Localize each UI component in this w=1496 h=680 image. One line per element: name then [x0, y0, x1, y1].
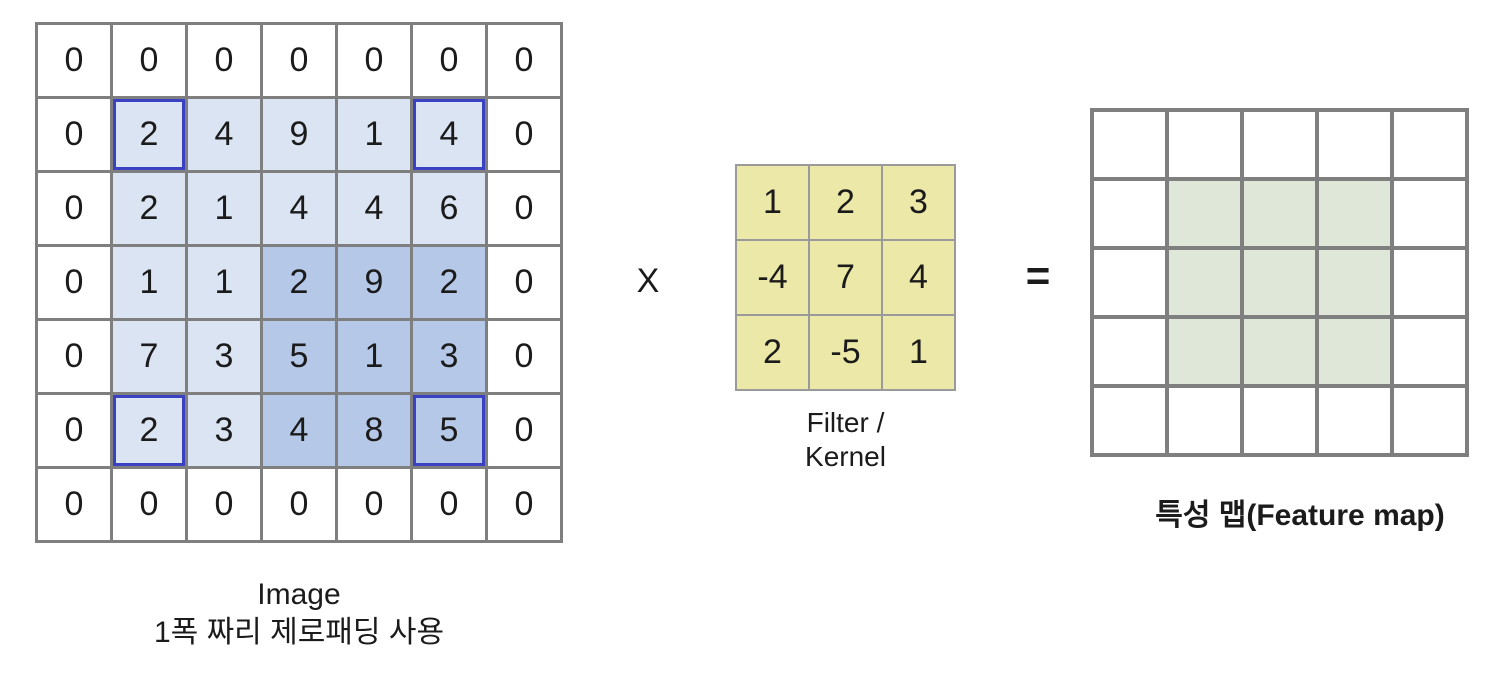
image-matrix-cell: 2: [113, 99, 185, 170]
image-matrix-cell: 1: [188, 247, 260, 318]
kernel-cell: 2: [737, 316, 808, 389]
image-caption-subtitle: 1폭 짜리 제로패딩 사용: [153, 616, 445, 649]
feature-map-cell: [1394, 250, 1465, 315]
feature-map-cell: [1244, 181, 1315, 246]
kernel-cell: 2: [810, 166, 881, 239]
image-caption-title: Image: [257, 578, 341, 611]
image-matrix-cell: 0: [38, 469, 110, 540]
feature-map-cell: [1319, 181, 1390, 246]
kernel-cell: -5: [810, 316, 881, 389]
image-matrix-cell: 3: [188, 321, 260, 392]
image-matrix-cell: 9: [263, 99, 335, 170]
feature-map-cell: [1094, 388, 1165, 453]
kernel-caption-line1: Filter /: [806, 407, 885, 438]
image-matrix-cell: 0: [263, 25, 335, 96]
image-matrix-cell: 4: [338, 173, 410, 244]
feature-map-caption: 특성 맵(Feature map): [1155, 499, 1445, 532]
feature-map-cell: [1394, 388, 1465, 453]
image-matrix-cell: 0: [38, 247, 110, 318]
image-matrix-cell: 5: [413, 395, 485, 466]
image-matrix-cell: 2: [413, 247, 485, 318]
image-caption: Image 1폭 짜리 제로패딩 사용: [35, 576, 563, 652]
image-matrix-cell: 0: [113, 25, 185, 96]
image-matrix-cell: 3: [413, 321, 485, 392]
image-matrix-cell: 0: [188, 469, 260, 540]
kernel-cell: 3: [883, 166, 954, 239]
image-matrix-cell: 2: [113, 395, 185, 466]
feature-map-grid: [1090, 108, 1469, 457]
kernel-caption: Filter / Kernel: [735, 406, 956, 474]
kernel-cell: 1: [737, 166, 808, 239]
image-matrix-cell: 0: [38, 395, 110, 466]
image-matrix-cell: 4: [188, 99, 260, 170]
kernel-cell: 4: [883, 241, 954, 314]
image-matrix-cell: 0: [338, 469, 410, 540]
feature-map-cell: [1094, 250, 1165, 315]
image-matrix-cell: 8: [338, 395, 410, 466]
feature-map-cell: [1169, 181, 1240, 246]
image-matrix-cell: 0: [263, 469, 335, 540]
image-matrix-cell: 7: [113, 321, 185, 392]
image-matrix-cell: 0: [488, 25, 560, 96]
feature-map-cell: [1094, 112, 1165, 177]
image-matrix-cell: 0: [488, 469, 560, 540]
image-matrix-cell: 0: [488, 247, 560, 318]
image-matrix-cell: 4: [413, 99, 485, 170]
image-matrix-cell: 9: [338, 247, 410, 318]
feature-map-cell: [1244, 319, 1315, 384]
multiply-operator: X: [636, 262, 660, 300]
image-matrix-cell: 0: [488, 173, 560, 244]
feature-map-cell: [1319, 112, 1390, 177]
image-matrix-cell: 1: [338, 321, 410, 392]
image-matrix-cell: 0: [38, 99, 110, 170]
image-matrix-cell: 1: [188, 173, 260, 244]
image-matrix-cell: 0: [413, 469, 485, 540]
feature-map-cell: [1319, 319, 1390, 384]
image-matrix-cell: 0: [338, 25, 410, 96]
image-matrix-cell: 4: [263, 173, 335, 244]
image-matrix-cell: 0: [488, 321, 560, 392]
image-matrix-cell: 6: [413, 173, 485, 244]
kernel-cell: 7: [810, 241, 881, 314]
feature-map-cell: [1244, 112, 1315, 177]
feature-map-cell: [1169, 319, 1240, 384]
image-matrix-cell: 1: [113, 247, 185, 318]
image-matrix-cell: 0: [488, 395, 560, 466]
image-matrix-cell: 0: [38, 321, 110, 392]
feature-map-cell: [1169, 112, 1240, 177]
image-matrix-cell: 3: [188, 395, 260, 466]
feature-map-cell: [1169, 388, 1240, 453]
image-matrix-cell: 2: [263, 247, 335, 318]
feature-map-cell: [1094, 319, 1165, 384]
image-matrix-cell: 0: [38, 25, 110, 96]
image-matrix-cell: 0: [488, 99, 560, 170]
image-matrix-cell: 0: [188, 25, 260, 96]
image-matrix-cell: 2: [113, 173, 185, 244]
image-matrix-cell: 0: [38, 173, 110, 244]
feature-map-cell: [1244, 388, 1315, 453]
kernel-cell: 1: [883, 316, 954, 389]
image-matrix-cell: 5: [263, 321, 335, 392]
equals-operator: =: [1025, 252, 1051, 299]
kernel-caption-line2: Kernel: [805, 441, 886, 472]
image-matrix-cell: 0: [113, 469, 185, 540]
feature-map-cell: [1244, 250, 1315, 315]
image-matrix-cell: 0: [413, 25, 485, 96]
feature-map-cell: [1319, 388, 1390, 453]
image-matrix-cell: 1: [338, 99, 410, 170]
feature-map-cell: [1169, 250, 1240, 315]
image-matrix-cell: 4: [263, 395, 335, 466]
kernel-cell: -4: [737, 241, 808, 314]
feature-map-cell: [1094, 181, 1165, 246]
feature-map-cell: [1394, 181, 1465, 246]
feature-map-cell: [1394, 112, 1465, 177]
feature-map-cell: [1394, 319, 1465, 384]
feature-map-cell: [1319, 250, 1390, 315]
